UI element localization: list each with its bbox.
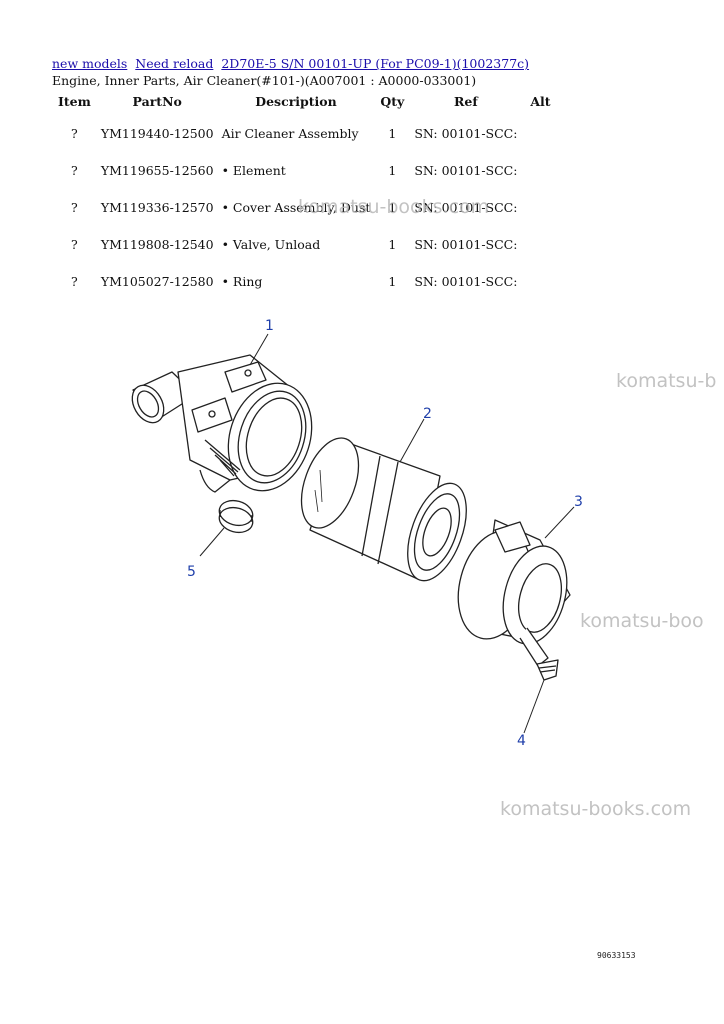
link-need-reload[interactable]: Need reload: [135, 56, 214, 71]
cell-description: • Cover Assembly, Dust: [221, 200, 371, 215]
link-new-models[interactable]: new models: [52, 56, 128, 71]
watermark: komatsu-books.com: [298, 196, 490, 218]
page-subtitle: Engine, Inner Parts, Air Cleaner(#101-)(…: [52, 73, 477, 88]
cell-item: ?: [71, 274, 78, 289]
cell-alt: [521, 115, 559, 152]
cell-ref: SN: 00101-SCC:: [414, 126, 518, 141]
part-dust-cover: [457, 519, 571, 667]
cell-ref: SN: 00101-SCC:: [414, 274, 518, 289]
cell-item: ?: [71, 163, 78, 178]
callout-1: 1: [265, 318, 274, 334]
cell-ref: SN: 00101-SCC:: [414, 163, 518, 178]
cell-ref: SN: 00101-SCC:: [414, 237, 518, 252]
cell-description: • Valve, Unload: [221, 237, 321, 252]
header-description: Description: [255, 94, 337, 109]
cell-partno: YM119440-12500: [100, 126, 214, 141]
cell-alt: [521, 226, 559, 263]
figure-number: 90633153: [597, 951, 636, 960]
header-alt: Alt: [530, 94, 551, 109]
cell-partno: YM119336-12570: [100, 200, 214, 215]
header-item: Item: [58, 94, 91, 109]
cell-qty: 1: [388, 126, 397, 141]
exploded-parts-diagram: 1 2 3 4 5: [131, 318, 583, 749]
table-row: ? YM119440-12500 Air Cleaner Assembly 1 …: [52, 115, 559, 152]
header-qty: Qty: [380, 94, 405, 109]
part-unload-valve: [536, 659, 559, 681]
leader-lines: [199, 333, 575, 734]
callout-4: 4: [517, 733, 526, 749]
callout-3: 3: [574, 494, 583, 510]
part-ring: [218, 499, 254, 534]
cell-qty: 1: [388, 237, 397, 252]
cell-partno: YM105027-12580: [100, 274, 214, 289]
table-row: ? YM119655-12560 • Element 1 SN: 00101-S…: [52, 152, 559, 189]
table-header-row: Item PartNo Description Qty Ref Alt: [52, 92, 559, 115]
cell-item: ?: [71, 237, 78, 252]
cell-alt: [521, 263, 559, 300]
header-partno: PartNo: [132, 94, 182, 109]
table-row: ? YM119336-12570 • Cover Assembly, Dust …: [52, 189, 559, 226]
table-row: ? YM105027-12580 • Ring 1 SN: 00101-SCC:: [52, 263, 559, 300]
cell-ref: SN: 00101-SCC:: [414, 200, 518, 215]
callout-2: 2: [423, 406, 432, 422]
callout-5: 5: [187, 564, 196, 580]
watermark: komatsu-books.com: [500, 798, 692, 820]
cell-partno: YM119655-12560: [100, 163, 214, 178]
link-model[interactable]: 2D70E-5 S/N 00101-UP (For PC09-1)(100237…: [221, 56, 530, 71]
cell-qty: 1: [388, 200, 397, 215]
cell-partno: YM119808-12540: [100, 237, 214, 252]
breadcrumb: new models Need reload 2D70E-5 S/N 00101…: [52, 56, 533, 71]
cell-item: ?: [71, 126, 78, 141]
cell-qty: 1: [388, 163, 397, 178]
watermark: komatsu-boo: [580, 610, 704, 632]
table-row: ? YM119808-12540 • Valve, Unload 1 SN: 0…: [52, 226, 559, 263]
cell-description: Air Cleaner Assembly: [221, 126, 359, 141]
cell-description: • Element: [221, 163, 286, 178]
cell-alt: [521, 189, 559, 226]
part-air-cleaner-housing: [131, 354, 313, 493]
parts-table: Item PartNo Description Qty Ref Alt ? YM…: [52, 92, 559, 300]
cell-description: • Ring: [221, 274, 263, 289]
cell-qty: 1: [388, 274, 397, 289]
part-element: [300, 437, 467, 582]
watermark: komatsu-b: [616, 370, 717, 392]
cell-alt: [521, 152, 559, 189]
header-ref: Ref: [454, 94, 478, 109]
cell-item: ?: [71, 200, 78, 215]
